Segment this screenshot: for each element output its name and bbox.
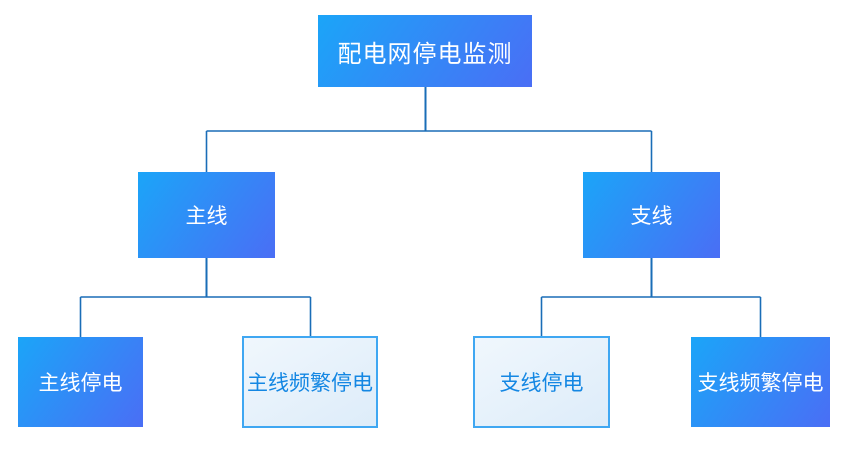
node-branch-line-frequent-outage[interactable]: 支线频繁停电	[691, 337, 830, 427]
node-main-line[interactable]: 主线	[138, 172, 275, 258]
node-main-line-frequent-outage[interactable]: 主线频繁停电	[242, 336, 378, 428]
node-main-line-outage[interactable]: 主线停电	[18, 337, 143, 427]
node-branch-line[interactable]: 支线	[583, 172, 720, 258]
node-root-outage-monitoring[interactable]: 配电网停电监测	[318, 15, 532, 87]
node-branch-line-outage[interactable]: 支线停电	[473, 336, 610, 428]
